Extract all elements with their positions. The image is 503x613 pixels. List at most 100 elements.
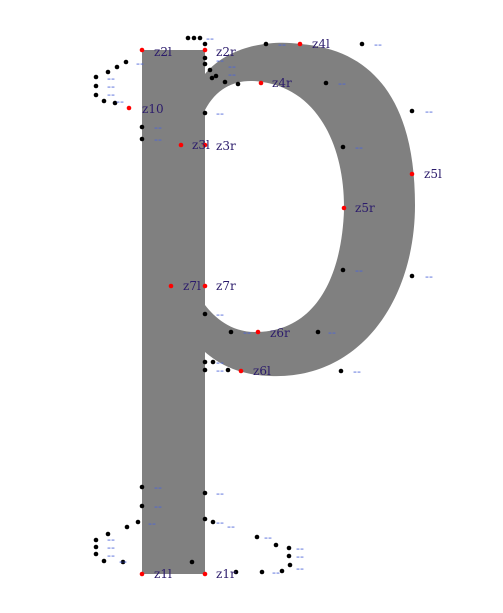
key-point [409, 171, 415, 177]
dash-mark: -- [216, 356, 224, 369]
key-point [139, 47, 145, 53]
dash-mark: -- [228, 68, 236, 81]
dash-mark: -- [154, 481, 162, 494]
glyph-bowl [205, 42, 415, 377]
control-point [233, 569, 239, 575]
control-point [202, 516, 208, 522]
control-point [120, 559, 126, 565]
key-point [139, 571, 145, 577]
dash-mark: -- [243, 326, 251, 339]
dash-mark: -- [107, 549, 115, 562]
control-point [323, 80, 329, 86]
dash-mark: -- [425, 270, 433, 283]
label-z3r: z3r [216, 139, 236, 153]
key-point [202, 142, 208, 148]
dash-mark: -- [148, 517, 156, 530]
control-point [286, 545, 292, 551]
label-z1r: z1r [216, 567, 236, 581]
control-point [202, 359, 208, 365]
control-point [105, 531, 111, 537]
dash-mark: -- [216, 516, 224, 529]
label-z2r: z2r [216, 45, 236, 59]
key-point [297, 41, 303, 47]
key-point [126, 105, 132, 111]
control-point [210, 519, 216, 525]
control-point [213, 73, 219, 79]
dash-mark: -- [136, 57, 144, 70]
control-point [359, 41, 365, 47]
control-point [139, 503, 145, 509]
dash-mark: -- [338, 77, 346, 90]
label-z2l: z2l [154, 45, 172, 59]
dash-mark: -- [264, 531, 272, 544]
control-point [93, 83, 99, 89]
control-point [93, 92, 99, 98]
control-point [139, 136, 145, 142]
control-point [139, 484, 145, 490]
control-points [93, 35, 415, 577]
dash-mark: -- [206, 32, 214, 45]
control-point [409, 273, 415, 279]
label-z5l: z5l [424, 167, 442, 181]
control-point [259, 569, 265, 575]
key-point [238, 368, 244, 374]
dash-mark: -- [216, 364, 224, 377]
label-z6l: z6l [253, 364, 271, 378]
control-point [207, 67, 213, 73]
control-point [286, 553, 292, 559]
label-z6r: z6r [270, 326, 290, 340]
control-point [202, 311, 208, 317]
dash-mark: -- [278, 38, 286, 51]
control-point [315, 329, 321, 335]
key-point [258, 80, 264, 86]
control-point [189, 559, 195, 565]
control-point [263, 41, 269, 47]
control-point [273, 542, 279, 548]
control-point [112, 100, 118, 106]
key-point [178, 142, 184, 148]
label-z5r: z5r [355, 201, 375, 215]
dash-mark: -- [107, 533, 115, 546]
control-point [93, 74, 99, 80]
control-point [279, 568, 285, 574]
control-point [254, 534, 260, 540]
control-point [222, 79, 228, 85]
key-point [255, 329, 261, 335]
control-point [287, 562, 293, 568]
control-point [202, 55, 208, 61]
dash-mark: -- [296, 542, 304, 555]
point-labels: z2l z2r z4l z4r z10 z3l z3r z5l z5r z7l … [142, 37, 442, 581]
dash-mark: -- [107, 80, 115, 93]
key-point [168, 283, 174, 289]
dash-mark: -- [374, 38, 382, 51]
label-z10: z10 [142, 102, 164, 116]
control-point [235, 81, 241, 87]
glyph-letter-p [142, 42, 415, 574]
control-point [105, 69, 111, 75]
control-point [93, 544, 99, 550]
dash-mark: -- [116, 95, 124, 108]
control-point [340, 144, 346, 150]
control-point [139, 124, 145, 130]
dash-mark: -- [353, 365, 361, 378]
dash-mark: -- [216, 54, 224, 67]
label-z7l: z7l [183, 279, 201, 293]
key-point [202, 283, 208, 289]
label-z1l: z1l [154, 567, 172, 581]
control-point [202, 367, 208, 373]
dash-mark: -- [154, 121, 162, 134]
control-point [202, 41, 208, 47]
control-point [338, 368, 344, 374]
dash-mark: -- [425, 105, 433, 118]
control-point [101, 558, 107, 564]
control-point [123, 59, 129, 65]
control-point [340, 267, 346, 273]
control-point [114, 64, 120, 70]
control-point [197, 35, 203, 41]
dash-mark: -- [355, 141, 363, 154]
control-point [101, 98, 107, 104]
control-point [191, 35, 197, 41]
dash-mark: -- [154, 500, 162, 513]
label-z3l: z3l [192, 138, 210, 152]
